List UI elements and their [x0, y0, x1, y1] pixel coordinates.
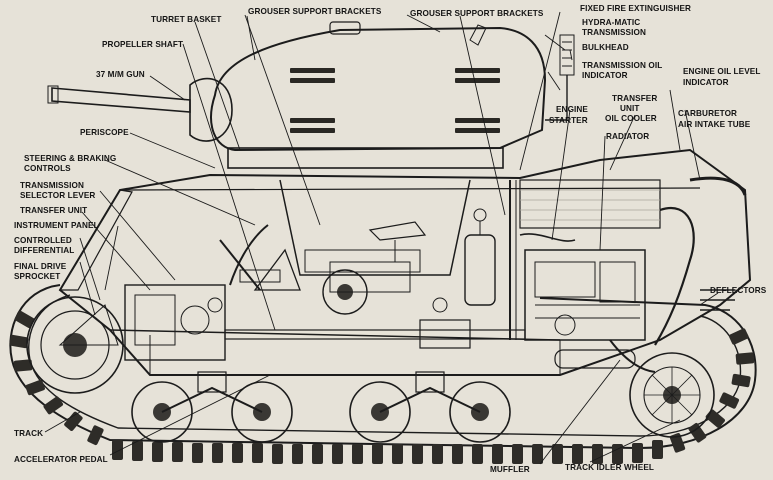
turret-ring [227, 147, 504, 169]
muffler-body [554, 349, 636, 369]
label-transmission-oil-line-2: INDICATOR [582, 71, 628, 80]
track-shoes [9, 310, 755, 464]
hydramatic-unit [545, 34, 575, 121]
label-oil-cooler-line-1: TRANSFER [612, 94, 657, 103]
label-steering-line-1: STEERING & BRAKING [24, 154, 116, 163]
label-track-idler-wheel: TRACK IDLER WHEEL [565, 463, 654, 472]
gun-barrel [51, 87, 191, 113]
return-rollers [207, 297, 448, 313]
hull-outline [58, 148, 752, 376]
label-engine-oil-line-1: ENGINE OIL LEVEL [683, 67, 760, 76]
label-track: TRACK [14, 429, 43, 438]
label-sprocket-line-1: FINAL DRIVE [14, 262, 67, 271]
label-differential-line-1: CONTROLLED [14, 236, 72, 245]
label-periscope: PERISCOPE [80, 128, 129, 137]
label-sprocket-line-2: SPROCKET [14, 272, 60, 281]
label-engine-starter-line-1: ENGINE [556, 105, 588, 114]
label-oil-cooler-line-2: UNIT [620, 104, 640, 113]
periscope-shape [469, 24, 487, 46]
label-fixed-fire-extinguisher: FIXED FIRE EXTINGUISHER [580, 4, 691, 13]
turret-hatch [329, 21, 361, 35]
radiator [519, 179, 661, 229]
gun-mantlet [189, 77, 233, 142]
label-grouser-brackets-left: GROUSER SUPPORT BRACKETS [248, 7, 382, 16]
deflectors [700, 289, 735, 311]
label-grouser-brackets-right: GROUSER SUPPORT BRACKETS [410, 9, 544, 18]
label-selector-line-2: SELECTOR LEVER [20, 191, 95, 200]
label-carburetor-line-2: AIR INTAKE TUBE [678, 120, 751, 129]
track-assembly [9, 284, 757, 464]
label-steering-line-2: CONTROLS [24, 164, 71, 173]
turret-basket [279, 179, 471, 315]
air-intake-tube [689, 176, 747, 196]
turret-outline [210, 26, 547, 152]
track-outline [9, 284, 757, 450]
label-carburetor-line-1: CARBURETOR [678, 109, 737, 118]
label-engine-starter-line-2: STARTER [549, 116, 588, 125]
label-selector-line-1: TRANSMISSION [20, 181, 84, 190]
hull [58, 148, 752, 376]
engine [524, 249, 656, 373]
leader-lines [44, 11, 719, 465]
road-wheels [131, 371, 511, 443]
label-muffler: MUFFLER [490, 465, 530, 474]
label-differential-line-2: DIFFERENTIAL [14, 246, 74, 255]
label-deflectors: DEFLECTORS [710, 286, 767, 295]
label-transfer-unit: TRANSFER UNIT [20, 206, 87, 215]
label-turret-basket: TURRET BASKET [151, 15, 221, 24]
turret-vision-slots [290, 68, 500, 133]
label-radiator: RADIATOR [606, 132, 649, 141]
idler-wheel [629, 352, 715, 438]
label-transmission-oil-line-1: TRANSMISSION OIL [582, 61, 662, 70]
label-propeller-shaft: PROPELLER SHAFT [102, 40, 183, 49]
label-bulkhead: BULKHEAD [582, 43, 629, 52]
label-oil-cooler-line-3: OIL COOLER [605, 114, 657, 123]
label-hydramatic-line-1: HYDRA-MATIC [582, 18, 640, 27]
label-instrument-panel: INSTRUMENT PANEL [14, 221, 99, 230]
label-gun: 37 M/M GUN [96, 70, 145, 79]
front-differential [124, 284, 226, 361]
label-hydramatic-line-2: TRANSMISSION [582, 28, 646, 37]
driver-station [219, 224, 301, 291]
label-engine-oil-line-2: INDICATOR [683, 78, 729, 87]
turret [47, 21, 547, 169]
fire-extinguisher [464, 208, 496, 306]
drive-sprocket [26, 296, 124, 394]
labels: TURRET BASKET GROUSER SUPPORT BRACKETS G… [14, 4, 767, 474]
label-accelerator-pedal: ACCELERATOR PEDAL [14, 455, 108, 464]
